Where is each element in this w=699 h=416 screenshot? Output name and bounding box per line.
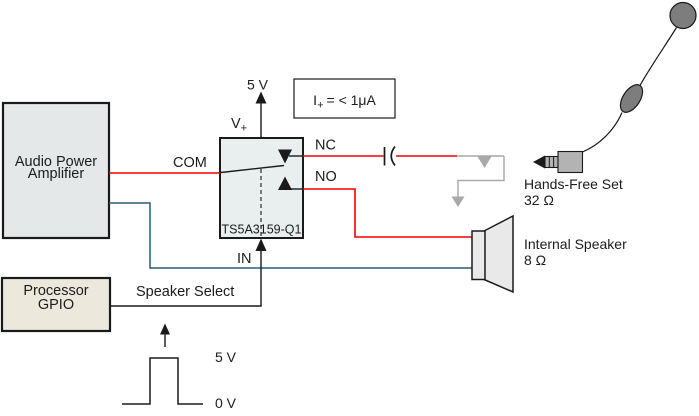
arrow-down-icon [477,156,492,168]
switch-pole [220,164,285,174]
waveform-low-label: 0 V [215,395,237,411]
arrow-up-icon [255,238,267,251]
handsfree-name-label: Hands-Free Set [524,176,623,192]
audio-power-amplifier-block [1,101,111,240]
speaker-select-label: Speaker Select [136,284,234,300]
internal-speaker-name-label: Internal Speaker [524,236,627,252]
microphone-icon [619,84,644,113]
audio-jack-icon [533,150,584,174]
capacitor-curved-plate-icon [390,145,396,167]
speaker-return-wire [109,202,473,269]
jack-body [557,150,584,174]
jack-shaft [544,155,559,169]
speaker-select-wire [110,250,262,307]
nc-pin-label: NC [315,138,336,154]
nc-contact-icon [278,149,292,164]
processor-label-line1: Processor [23,283,88,299]
amplifier-label-line1: Audio Power [15,154,97,170]
switch-part-number: TS5A3159-Q1 [222,223,302,237]
speaker-icon [471,214,514,294]
amplifier-label-line2: Amplifier [28,166,85,182]
processor-gpio-block [0,276,112,333]
speaker-driver [471,230,486,281]
supply-current-note-text: I+= < 1μA [313,92,376,112]
no-contact-icon [278,176,292,190]
internal-speaker-impedance-label: 8 Ω [524,252,546,268]
com-pin-label: COM [173,155,207,171]
supply-rail-label: 5 V [247,77,269,93]
jack-tip-icon [533,155,545,169]
in-pin-label: IN [237,251,252,267]
jack-route-path [457,156,505,197]
supply-current-note-box [293,78,396,119]
processor-label-line2: GPIO [38,297,74,313]
headset-icon [582,1,697,153]
earpiece-icon [669,1,697,30]
waveform-high-label: 5 V [215,349,237,365]
no-pin-label: NO [315,169,337,185]
arrow-down-icon [451,196,465,207]
headset-cable-upper [639,27,678,86]
arrow-up-icon [160,323,170,335]
arrow-up-icon [255,91,267,104]
pulse-waveform-icon [122,357,203,405]
speaker-cone [483,214,514,294]
no-wire [303,188,473,238]
vplus-pin-label: V+ [231,116,247,135]
headset-cable-lower [582,112,623,153]
handsfree-impedance-label: 32 Ω [524,192,554,208]
